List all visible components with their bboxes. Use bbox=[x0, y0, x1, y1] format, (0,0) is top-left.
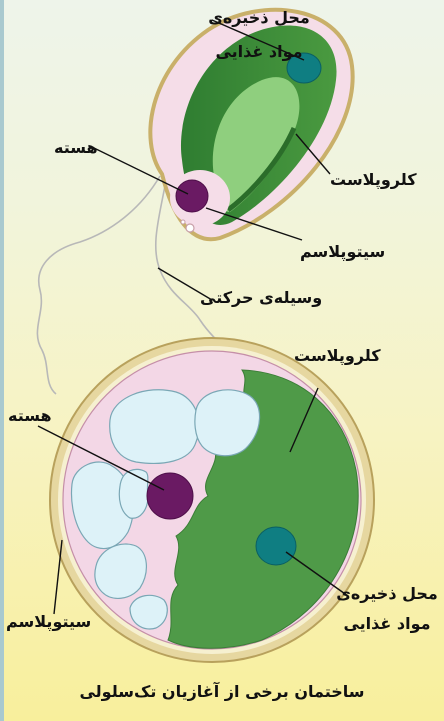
label-bottom-cytoplasm: سیتوپلاسم bbox=[6, 612, 91, 632]
label-bottom-storage-line1: محل ذخیره‌ی bbox=[332, 584, 442, 604]
top-cell bbox=[37, 10, 352, 394]
label-bottom-storage-line2: مواد غذایی bbox=[332, 614, 442, 634]
label-top-flagellum: وسیله‌ی حرکتی bbox=[200, 288, 322, 308]
label-bottom-nucleus: هسته bbox=[8, 406, 52, 426]
top-nucleus bbox=[176, 180, 208, 212]
label-top-storage-line2: مواد غذایی bbox=[204, 42, 314, 62]
label-top-storage-line1: محل ذخیره‌ی bbox=[204, 8, 314, 28]
label-top-cytoplasm: سیتوپلاسم bbox=[300, 242, 385, 262]
label-top-chloroplast: کلروپلاست bbox=[330, 170, 417, 190]
label-top-nucleus: هسته bbox=[54, 138, 98, 158]
bottom-cell bbox=[50, 338, 374, 662]
figure-caption: ساختمان برخی از آغازیان تک‌سلولی bbox=[0, 682, 444, 701]
label-bottom-chloroplast: کلروپلاست bbox=[294, 346, 381, 366]
bottom-nucleus bbox=[147, 473, 193, 519]
vacuole-5 bbox=[119, 469, 148, 518]
vacuole-1 bbox=[110, 390, 199, 464]
bottom-storage-body bbox=[256, 527, 296, 565]
